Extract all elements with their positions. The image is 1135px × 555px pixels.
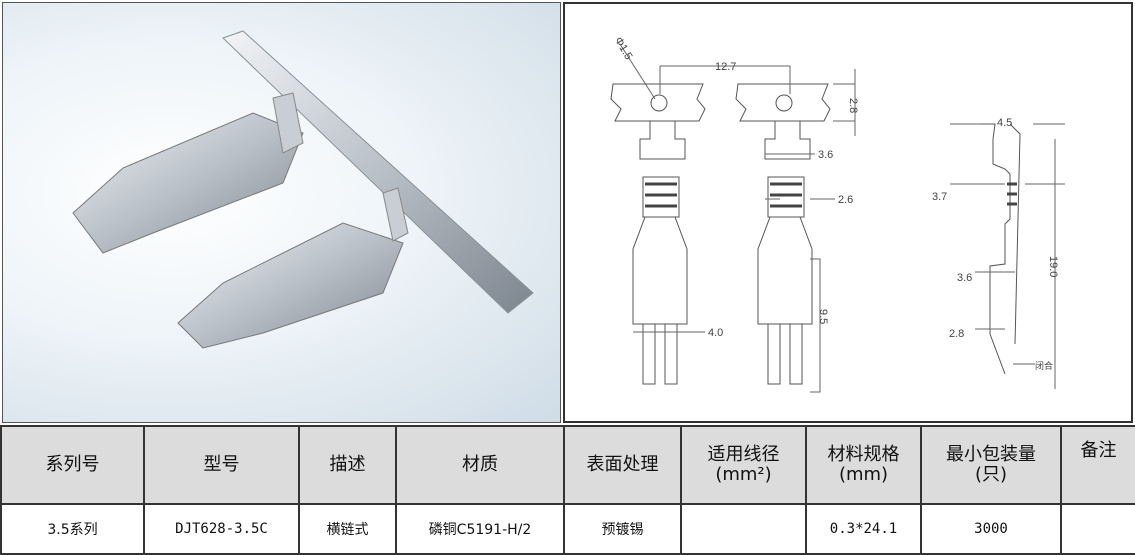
technical-drawing: Φ1.5 12.7 2.8 3.6 2.6 4.0 9.5 4.5 3.7 3.… bbox=[563, 2, 1133, 423]
cell-description: 横链式 bbox=[298, 503, 397, 555]
dim-width-1: 3.6 bbox=[818, 149, 833, 161]
cell-spec: 0.3*24.1 bbox=[805, 503, 922, 555]
cell-material: 磷铜C5191-H/2 bbox=[395, 503, 565, 555]
header-material: 材质 bbox=[395, 425, 565, 505]
front-view-2 bbox=[735, 83, 831, 385]
header-series: 系列号 bbox=[0, 425, 145, 505]
dim-side-length: 19.0 bbox=[1047, 256, 1059, 277]
header-min-pack-unit: (只) bbox=[974, 464, 1008, 485]
header-min-pack: 最小包装量(只) bbox=[920, 425, 1062, 505]
dim-pitch: 12.7 bbox=[715, 61, 736, 73]
header-wire-size: 适用线径(mm²) bbox=[680, 425, 807, 505]
header-spec: 材料规格(mm) bbox=[805, 425, 922, 505]
cell-min-pack: 3000 bbox=[920, 503, 1062, 555]
header-wire-size-label: 适用线径 bbox=[707, 444, 780, 465]
header-spec-label: 材料规格 bbox=[827, 444, 900, 465]
header-remarks: 备注 bbox=[1060, 425, 1135, 505]
spec-table: 系列号 型号 描述 材质 表面处理 适用线径(mm²) 材料规格(mm) 最小包… bbox=[0, 425, 1135, 555]
dim-side-width: 4.5 bbox=[997, 117, 1012, 129]
dim-side-b: 3.6 bbox=[957, 272, 972, 284]
dim-width-3: 4.0 bbox=[708, 327, 723, 339]
dim-hole: Φ1.5 bbox=[612, 35, 634, 62]
header-spec-unit: (mm) bbox=[838, 464, 889, 485]
dim-closed: 闭合 bbox=[1035, 360, 1053, 371]
front-view-1 bbox=[610, 83, 706, 385]
dim-length-1: 9.5 bbox=[817, 309, 829, 324]
dim-side-a: 3.7 bbox=[932, 191, 947, 203]
dim-strip-height: 2.8 bbox=[847, 98, 859, 113]
header-wire-size-unit: (mm²) bbox=[715, 464, 772, 485]
cell-surface: 预镀锡 bbox=[563, 503, 682, 555]
header-min-pack-label: 最小包装量 bbox=[946, 444, 1036, 465]
cell-series: 3.5系列 bbox=[0, 503, 145, 555]
header-model: 型号 bbox=[143, 425, 300, 505]
dim-side-c: 2.8 bbox=[949, 328, 964, 340]
header-description: 描述 bbox=[298, 425, 397, 505]
dimension-drawing: Φ1.5 12.7 2.8 3.6 2.6 4.0 9.5 4.5 3.7 3.… bbox=[610, 35, 1065, 393]
cell-model: DJT628-3.5C bbox=[143, 503, 300, 555]
product-photo bbox=[2, 2, 561, 423]
terminal-photo-illustration bbox=[72, 30, 534, 349]
header-surface: 表面处理 bbox=[563, 425, 682, 505]
cell-remarks bbox=[1060, 503, 1135, 555]
table-header-row: 系列号 型号 描述 材质 表面处理 适用线径(mm²) 材料规格(mm) 最小包… bbox=[0, 425, 1135, 505]
side-view bbox=[980, 123, 1021, 375]
dim-width-2: 2.6 bbox=[838, 194, 853, 206]
cell-wire-size bbox=[680, 503, 807, 555]
table-row: 3.5系列 DJT628-3.5C 横链式 磷铜C5191-H/2 预镀锡 0.… bbox=[0, 503, 1135, 555]
